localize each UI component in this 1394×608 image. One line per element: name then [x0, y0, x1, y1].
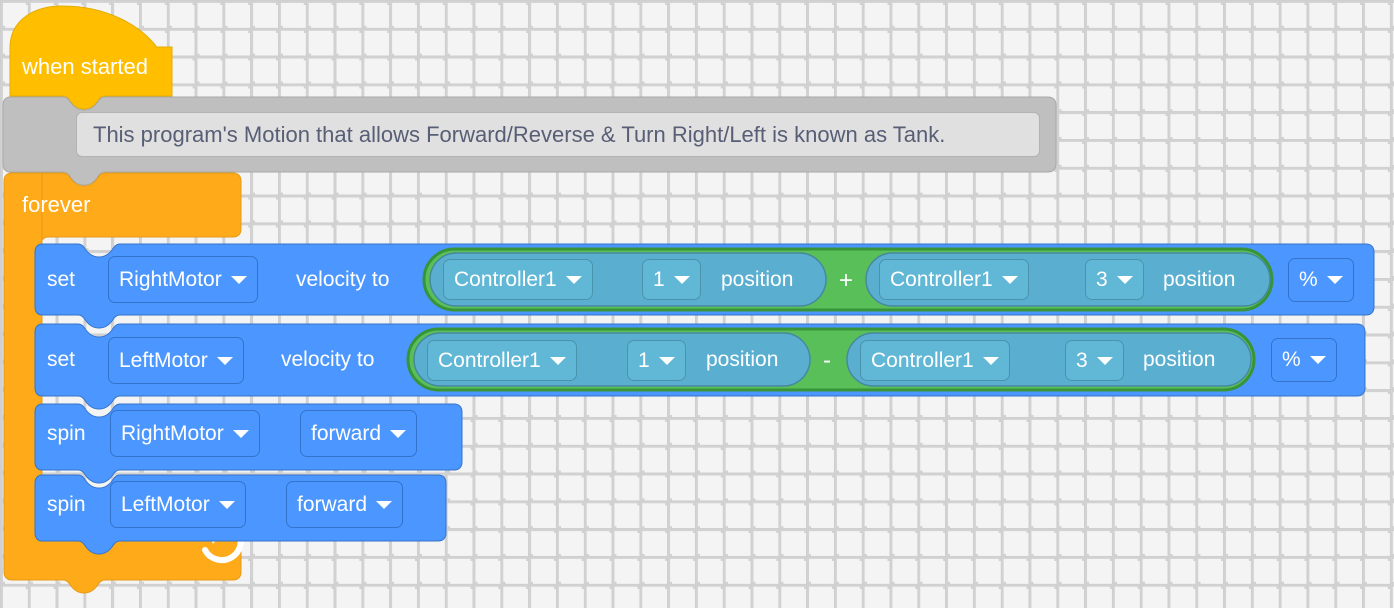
chevron-down-icon [1096, 356, 1113, 365]
chevron-down-icon [549, 356, 566, 365]
direction-dropdown-3[interactable]: forward [300, 410, 418, 457]
axis-dropdown-2b[interactable]: 3 [1065, 340, 1124, 381]
motor-dropdown-leftmotor-4[interactable]: LeftMotor [110, 481, 246, 528]
chevron-down-icon [1326, 276, 1343, 284]
chevron-down-icon [376, 500, 393, 509]
axis-value: 3 [1076, 348, 1088, 372]
axis-value: 1 [638, 348, 650, 372]
chevron-down-icon [658, 356, 675, 365]
axis-dropdown-1b[interactable]: 3 [1085, 259, 1144, 300]
units-value: % [1282, 348, 1301, 371]
controller-value: Controller1 [871, 348, 974, 372]
direction-value: forward [297, 492, 368, 516]
block-when-started[interactable] [9, 5, 173, 110]
controller-dropdown-1a[interactable]: Controller1 [443, 259, 593, 300]
comment-text-field[interactable]: This program's Motion that allows Forwar… [76, 112, 1040, 157]
axis-value: 1 [653, 267, 665, 291]
chevron-down-icon [1309, 356, 1326, 364]
block-forever[interactable] [3, 172, 244, 594]
chevron-down-icon [1001, 275, 1018, 284]
controller-value: Controller1 [454, 267, 557, 291]
controller-dropdown-1b[interactable]: Controller1 [879, 259, 1029, 300]
chevron-down-icon [565, 275, 582, 284]
chevron-down-icon [673, 275, 690, 284]
motor-dropdown-value: RightMotor [121, 421, 224, 445]
controller-value: Controller1 [438, 348, 541, 372]
chevron-down-icon [218, 500, 235, 509]
motor-dropdown-value: LeftMotor [121, 492, 210, 516]
chevron-down-icon [232, 429, 249, 438]
axis-value: 3 [1096, 267, 1108, 291]
axis-dropdown-1a[interactable]: 1 [642, 259, 701, 300]
motor-dropdown-value: RightMotor [119, 267, 222, 291]
motor-dropdown-rightmotor-3[interactable]: RightMotor [110, 410, 260, 457]
controller-value: Controller1 [890, 267, 993, 291]
axis-dropdown-2a[interactable]: 1 [627, 340, 686, 381]
units-dropdown-1[interactable]: % [1288, 258, 1354, 302]
motor-dropdown-value: LeftMotor [119, 348, 208, 372]
direction-dropdown-4[interactable]: forward [286, 481, 404, 528]
units-dropdown-2[interactable]: % [1271, 338, 1337, 382]
direction-value: forward [311, 421, 382, 445]
chevron-down-icon [390, 429, 407, 438]
chevron-down-icon [1116, 275, 1133, 284]
block-set-leftmotor-velocity[interactable] [34, 323, 1366, 410]
chevron-down-icon [982, 356, 999, 365]
units-value: % [1299, 268, 1318, 291]
chevron-down-icon [216, 356, 233, 365]
motor-dropdown-leftmotor-2[interactable]: LeftMotor [108, 337, 244, 384]
chevron-down-icon [230, 275, 247, 284]
controller-dropdown-2a[interactable]: Controller1 [427, 340, 577, 381]
motor-dropdown-rightmotor-1[interactable]: RightMotor [108, 256, 258, 303]
controller-dropdown-2b[interactable]: Controller1 [860, 340, 1010, 381]
